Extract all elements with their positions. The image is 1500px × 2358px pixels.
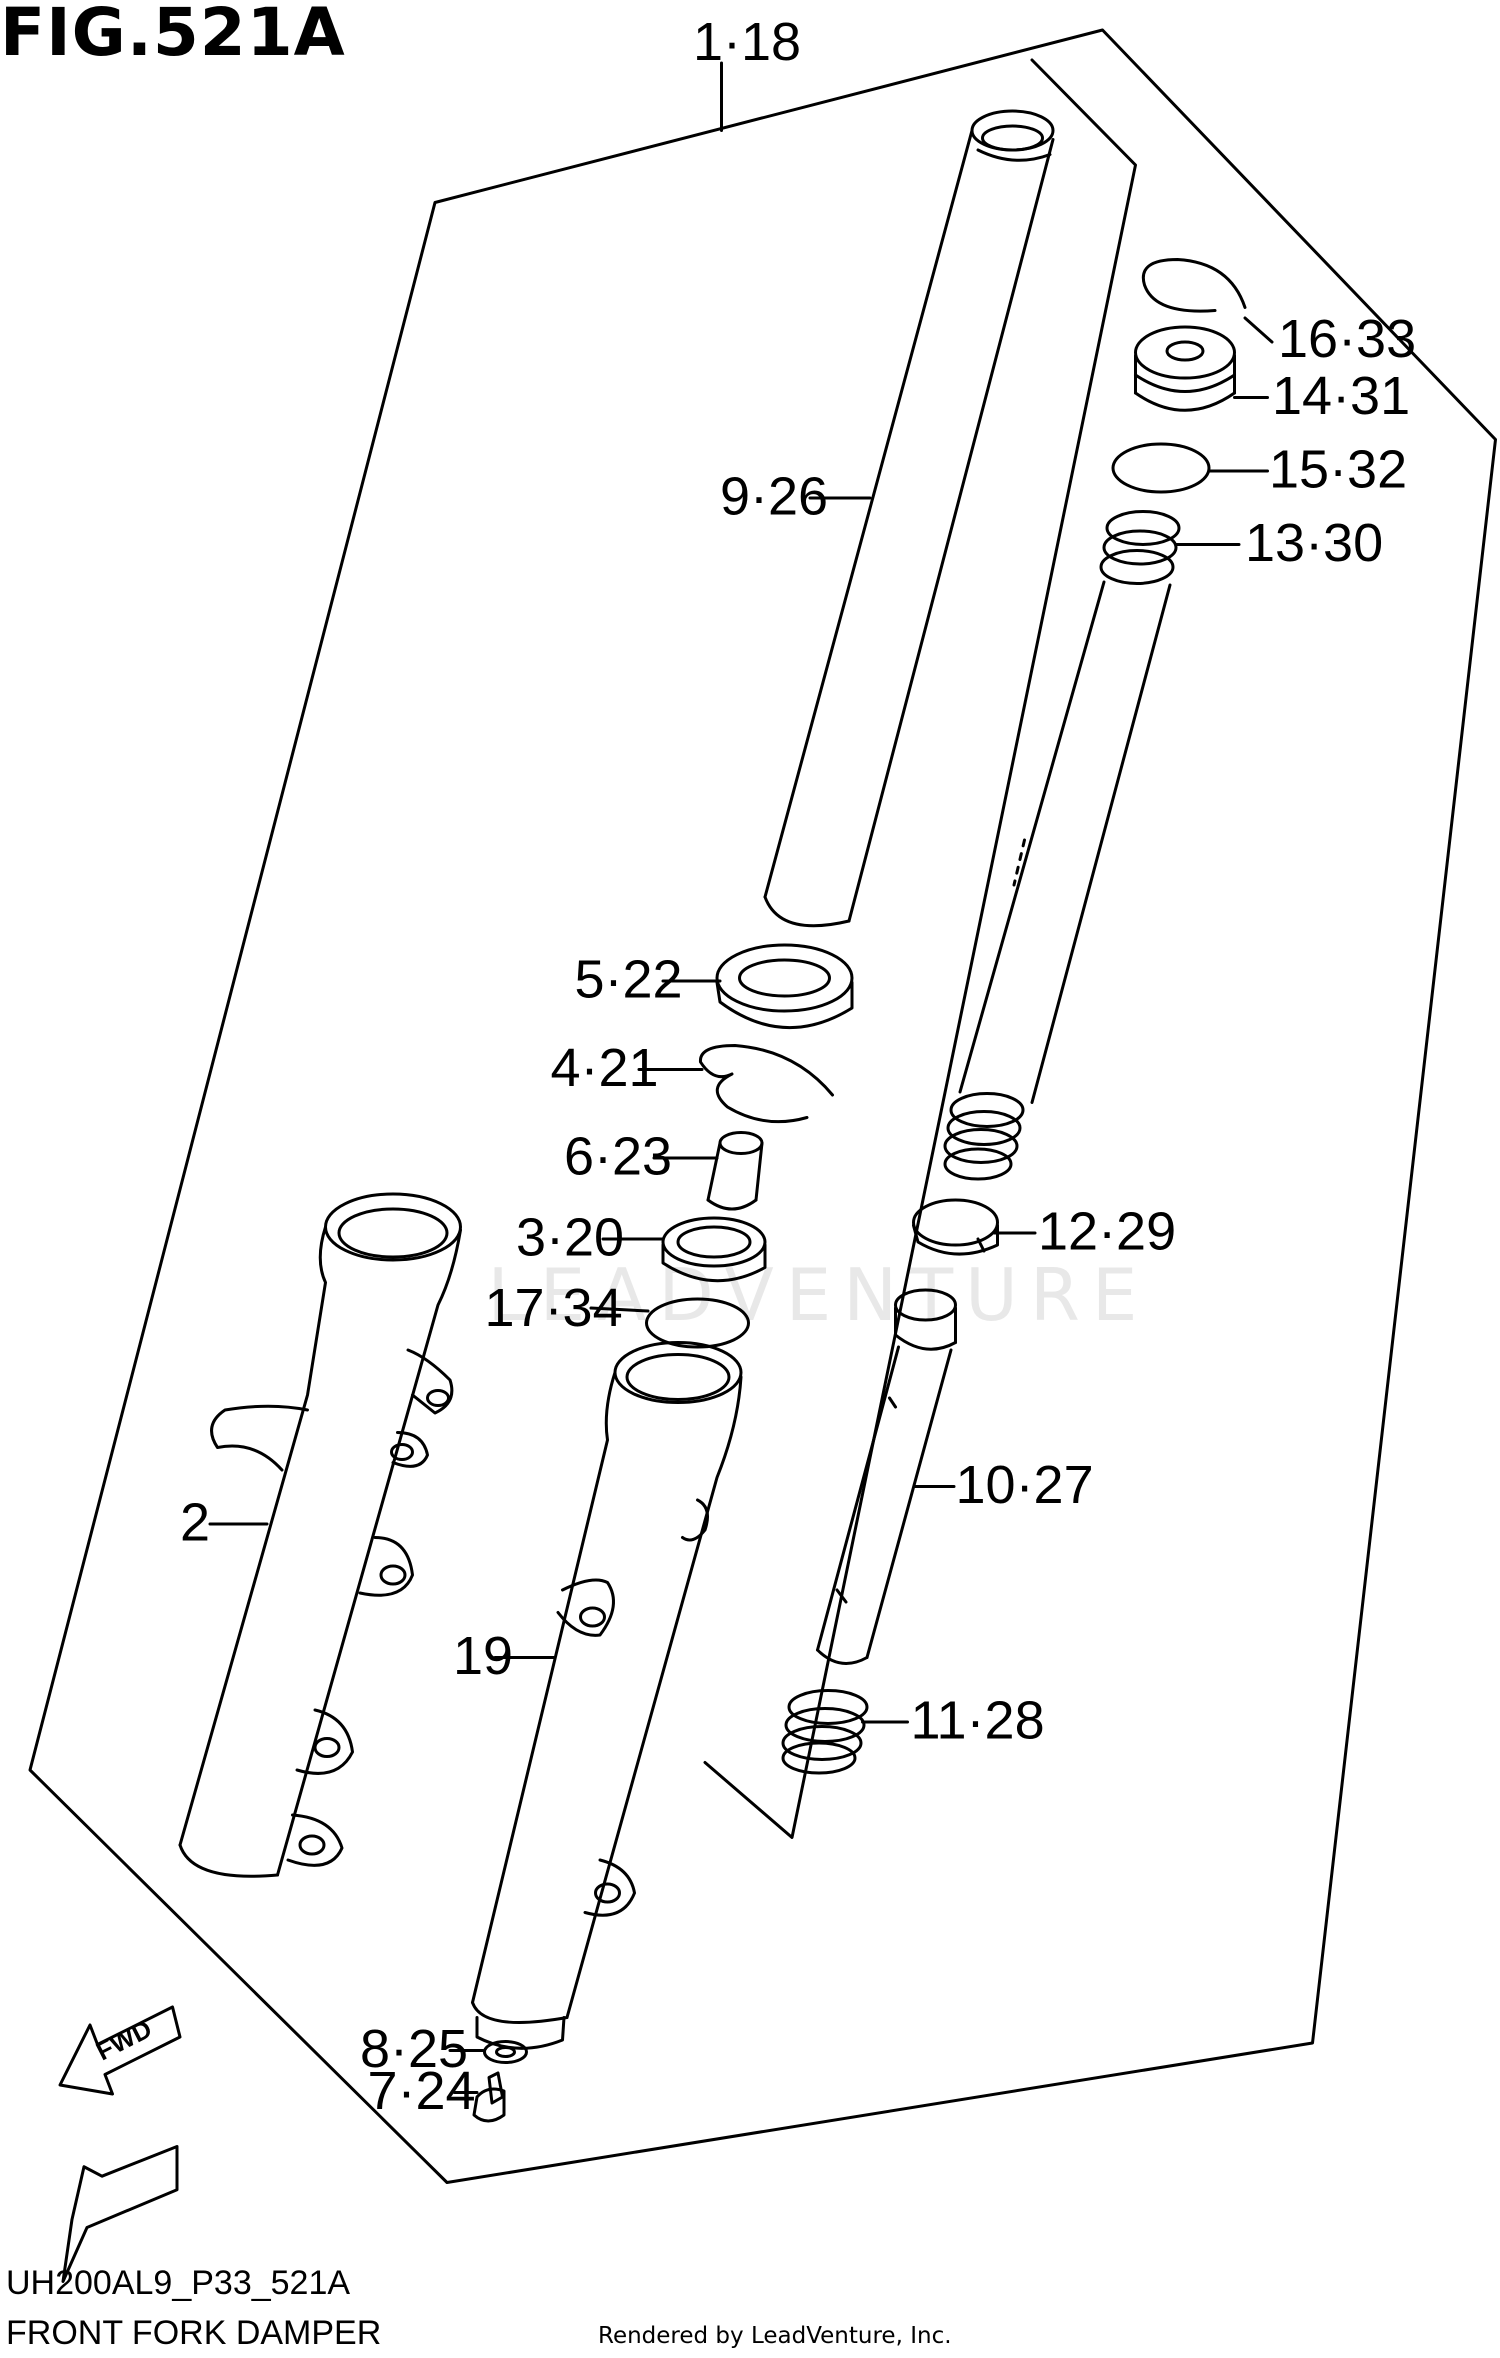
callout-19: 19 — [453, 1626, 513, 1686]
callout-6-23: 6·23 — [564, 1127, 672, 1187]
figure-code: UH200AL9_P33_521A — [6, 2264, 351, 2302]
callout-16-33: 16·33 — [1278, 309, 1416, 369]
piston-cap-part — [1136, 327, 1235, 410]
slide-bushing-part — [663, 1218, 765, 1281]
rebound-spring-part — [783, 1691, 867, 1774]
callout-labels: 1·18 16·33 14·31 15·32 13·30 9·26 5·22 4… — [180, 12, 1416, 2121]
callout-2: 2 — [180, 1493, 210, 1553]
oil-lock-piece-part — [914, 1200, 998, 1254]
figure-title: FIG.521A — [0, 0, 346, 71]
damper-rod-part — [945, 512, 1179, 1180]
o-ring-part — [1113, 444, 1209, 492]
cylinder-part — [818, 1290, 956, 1664]
callout-7-24: 7·24 — [368, 2061, 476, 2121]
stopper-ring-part — [700, 1046, 832, 1122]
guide-ring-part — [647, 1299, 749, 1347]
callout-1-18: 1·18 — [693, 12, 801, 72]
callout-9-26: 9·26 — [720, 467, 828, 527]
assembly-outline-frame — [30, 30, 1496, 2183]
drain-washer-part — [485, 2042, 527, 2063]
damper-subassembly-frame — [705, 60, 1136, 1838]
watermark-text: LEADVENTURE — [488, 1253, 1150, 1337]
outer-tube-part — [765, 111, 1053, 926]
right-fork-slider-part — [473, 1343, 742, 2049]
callout-3-20: 3·20 — [516, 1208, 624, 1268]
render-credit: Rendered by LeadVenture, Inc. — [598, 2323, 952, 2349]
snap-ring-part — [1143, 260, 1245, 312]
leader-lines — [210, 63, 1272, 2093]
dust-seal-part — [708, 1133, 762, 1210]
callout-14-31: 14·31 — [1272, 366, 1410, 426]
callout-10-27: 10·27 — [956, 1455, 1094, 1515]
callout-4-21: 4·21 — [551, 1038, 659, 1098]
damper-bolt-part — [474, 2073, 504, 2121]
left-fork-slider-part — [180, 1194, 461, 1876]
callout-13-30: 13·30 — [1245, 513, 1383, 573]
callout-15-32: 15·32 — [1269, 440, 1407, 500]
callout-12-29: 12·29 — [1038, 1202, 1176, 1262]
forward-direction-arrow: FWD — [60, 2007, 180, 2282]
figure-name: FRONT FORK DAMPER — [6, 2314, 382, 2352]
callout-17-34: 17·34 — [485, 1278, 623, 1338]
callout-5-22: 5·22 — [575, 950, 683, 1010]
callout-8-25: 8·25 — [360, 2019, 468, 2079]
oil-seal-part — [717, 945, 852, 1028]
callout-11-28: 11·28 — [911, 1691, 1045, 1751]
